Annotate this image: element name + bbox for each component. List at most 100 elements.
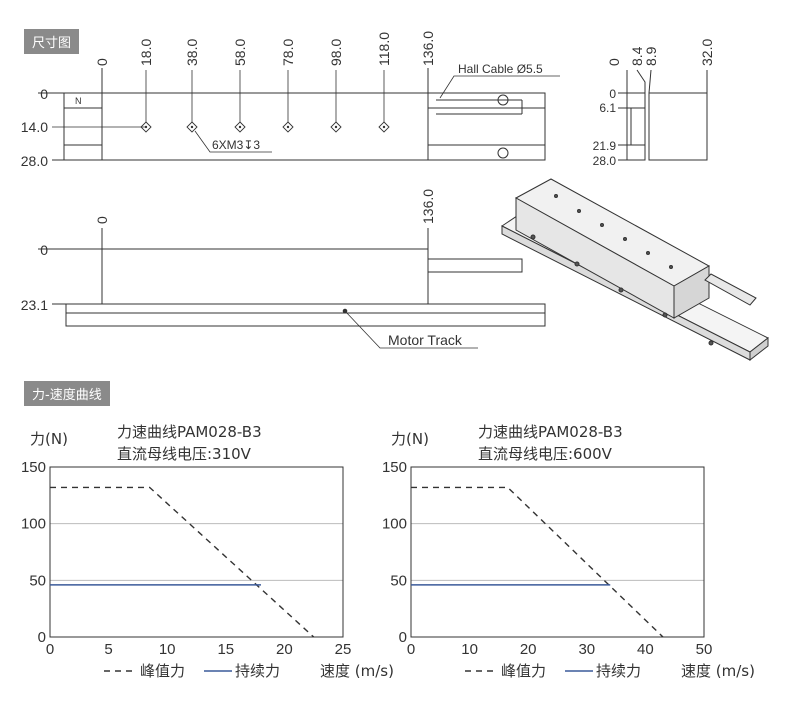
side-view-cable xyxy=(427,258,523,273)
x-tick-label: 10 xyxy=(159,641,176,658)
mounting-hole xyxy=(378,121,390,133)
mounting-hole-center xyxy=(382,125,386,129)
mounting-hole xyxy=(282,121,294,133)
legend-continuous-label: 持续力 xyxy=(596,662,641,680)
y-axis-label: 力(N) xyxy=(30,430,68,448)
end-view-y-dimensions: 06.1 21.928.0 xyxy=(593,87,617,168)
side-view-x-dimensions: 0 136.0 xyxy=(94,189,436,224)
chart-title: 力速曲线PAM028-B3 xyxy=(117,423,262,441)
y-tick-label: 100 xyxy=(382,516,407,533)
x-tick-label: 30 xyxy=(578,641,595,658)
top-x-dim-label: 136.0 xyxy=(420,31,436,66)
force-speed-chart-310v: 力速曲线PAM028-B3 直流母线电压:310V 力(N) 0 50 100 150 0 5 1… xyxy=(21,423,394,680)
x-tick-label: 20 xyxy=(276,641,293,658)
magnet-mark: N xyxy=(75,96,82,106)
y-tick-label: 0 xyxy=(38,629,46,646)
x-axis-label: 速度 (m/s) xyxy=(320,662,394,680)
peak-force-line xyxy=(411,486,664,638)
side-view-y-dimensions: 023.1 xyxy=(21,242,48,313)
motor-track xyxy=(65,303,546,327)
end-y-dim-label: 28.0 xyxy=(593,154,617,168)
y-tick-label: 0 xyxy=(399,629,407,646)
plot-frame xyxy=(49,466,344,638)
side-y-dim-label: 23.1 xyxy=(21,297,48,313)
end-x-dim-label: 0 xyxy=(606,58,622,66)
isometric-view xyxy=(501,178,769,362)
x-tick-label: 0 xyxy=(46,641,54,658)
end-x-dim-label: 8.4 xyxy=(629,46,645,66)
y-tick-label: 50 xyxy=(29,572,46,589)
chart-title: 力速曲线PAM028-B3 xyxy=(478,423,623,441)
x-tick-label: 10 xyxy=(461,641,478,658)
top-view-x-dimensions: 0 18.0 38.0 58.0 78.0 98.0 118.0 136.0 xyxy=(94,31,436,66)
top-view-right-end xyxy=(427,92,546,161)
iso-cable xyxy=(704,273,757,306)
end-x-dim-label: 32.0 xyxy=(699,39,715,66)
y-tick-label: 150 xyxy=(382,459,407,476)
mounting-hole xyxy=(186,121,198,133)
mounting-hole-center xyxy=(334,125,338,129)
end-view-body xyxy=(648,92,708,161)
dimension-section-tag: 尺寸图 xyxy=(24,29,80,54)
top-y-dim-label: 28.0 xyxy=(21,153,48,169)
end-y-dim-label: 21.9 xyxy=(593,139,617,153)
y-tick-label: 50 xyxy=(390,572,407,589)
legend-peak-label: 峰值力 xyxy=(140,662,185,680)
end-view-slot xyxy=(630,107,646,146)
side-x-dim-label: 0 xyxy=(94,216,110,224)
top-x-dim-label: 58.0 xyxy=(232,39,248,66)
end-y-dim-label: 0 xyxy=(609,87,616,101)
top-view-left-cap xyxy=(63,92,103,161)
mounting-hole-center xyxy=(238,125,242,129)
mounting-holes xyxy=(140,70,390,133)
end-y-dim-label: 6.1 xyxy=(599,101,616,115)
top-y-dim-label: 0 xyxy=(40,86,48,102)
holes-label: 6XM3↧3 xyxy=(212,138,260,152)
top-y-dim-label: 14.0 xyxy=(21,119,48,135)
x-tick-label: 5 xyxy=(104,641,112,658)
mounting-hole xyxy=(330,121,342,133)
mounting-hole-center xyxy=(190,125,194,129)
legend-peak-label: 峰值力 xyxy=(501,662,546,680)
y-tick-label: 150 xyxy=(21,459,46,476)
peak-force-line xyxy=(50,486,315,638)
mounting-hole-center xyxy=(286,125,290,129)
x-axis-label: 速度 (m/s) xyxy=(681,662,755,680)
x-tick-label: 40 xyxy=(637,641,654,658)
side-view xyxy=(38,228,546,349)
top-x-dim-label: 78.0 xyxy=(280,39,296,66)
x-tick-label: 0 xyxy=(407,641,415,658)
side-view-body xyxy=(101,248,429,305)
end-view xyxy=(618,69,708,161)
iso-body-end xyxy=(673,265,710,319)
side-x-dim-label: 136.0 xyxy=(420,189,436,224)
mounting-hole xyxy=(234,121,246,133)
y-axis-label: 力(N) xyxy=(391,430,429,448)
top-x-dim-label: 98.0 xyxy=(328,39,344,66)
top-x-dim-label: 18.0 xyxy=(138,39,154,66)
plot-frame xyxy=(410,466,705,638)
x-tick-label: 25 xyxy=(335,641,352,658)
top-view xyxy=(38,68,560,161)
top-x-dim-label: 118.0 xyxy=(376,32,392,66)
chart-subtitle: 直流母线电压:310V xyxy=(117,445,252,463)
side-y-dim-label: 0 xyxy=(40,242,48,258)
legend-continuous-label: 持续力 xyxy=(235,662,280,680)
top-view-body xyxy=(63,92,546,161)
top-view-y-dimensions: 0 14.0 28.0 xyxy=(21,86,48,169)
top-x-dim-label: 38.0 xyxy=(184,39,200,66)
x-tick-label: 20 xyxy=(520,641,537,658)
track-label: Motor Track xyxy=(388,332,463,348)
end-view-x-dimensions: 0 8.48.9 32.0 xyxy=(606,39,715,66)
top-x-dim-label: 0 xyxy=(94,58,110,66)
y-tick-label: 100 xyxy=(21,516,46,533)
mounting-hole xyxy=(140,121,152,133)
mounting-hole-center xyxy=(144,125,148,129)
end-view-rail xyxy=(626,92,646,161)
end-x-dim-label: 8.9 xyxy=(643,46,659,66)
x-tick-label: 15 xyxy=(217,641,234,658)
curve-section-tag: 力-速度曲线 xyxy=(24,381,110,406)
hall-cable-label: Hall Cable Ø5.5 xyxy=(458,62,543,76)
